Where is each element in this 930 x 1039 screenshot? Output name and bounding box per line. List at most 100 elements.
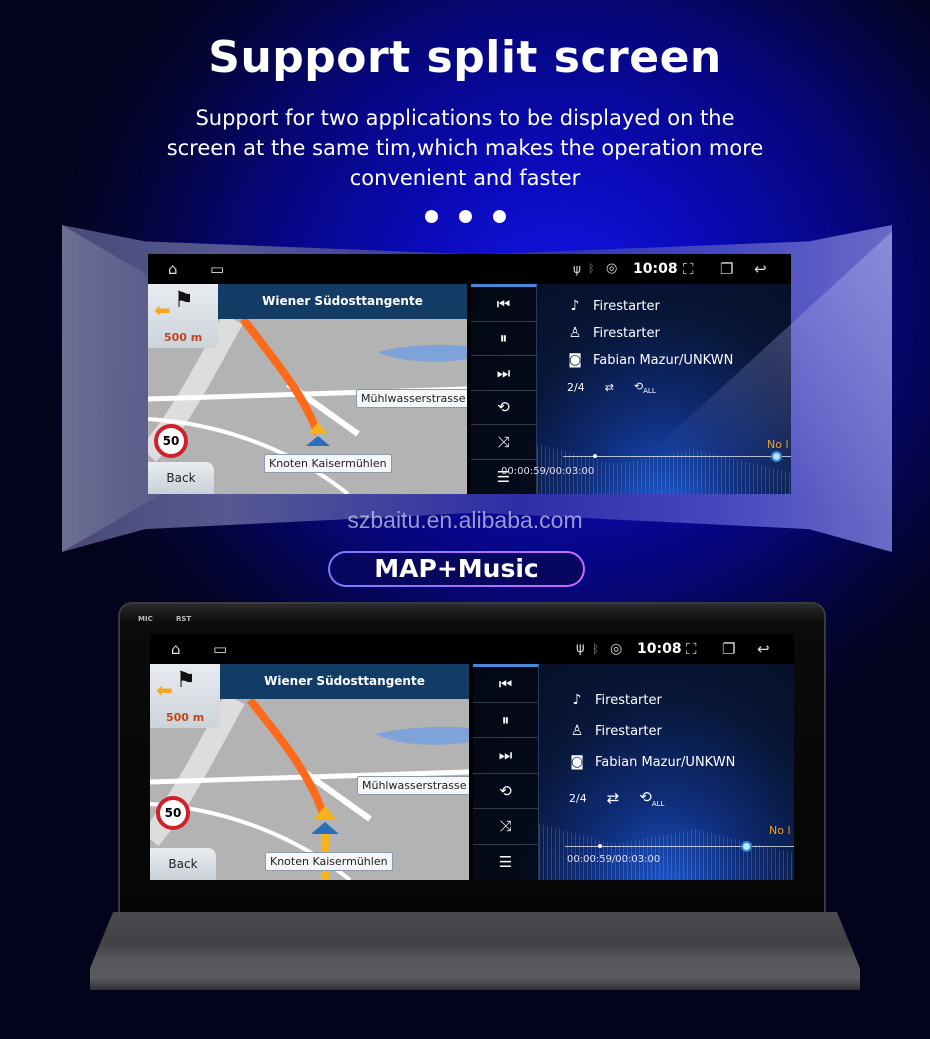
main-screen: ⌂ ▭ ψ ᛒ ◎ 10:08 ⛶ ❐ ↩ Wiener Südosttange… xyxy=(150,634,794,880)
page-title: Support split screen xyxy=(208,32,722,83)
speed-limit-sign: 50 xyxy=(156,796,190,830)
progress-start xyxy=(593,454,597,458)
album-icon: ◙ xyxy=(568,352,582,368)
song-row: ♪ Firestarter xyxy=(569,692,662,708)
progress-handle[interactable] xyxy=(741,841,752,852)
music-note-icon: ♪ xyxy=(570,298,580,314)
track-index: 2/4 xyxy=(567,381,585,395)
map-roads xyxy=(150,693,469,880)
playback-extras: 2/4 ⇄ ⟲ALL xyxy=(567,380,656,395)
song-title: Firestarter xyxy=(595,692,662,708)
device-stand xyxy=(90,912,860,990)
fullscreen-icon[interactable]: ⛶ xyxy=(686,640,697,658)
page-subtitle: Support for two applications to be displ… xyxy=(166,106,764,190)
pager-dot[interactable] xyxy=(493,210,506,223)
artist-row: ♙ Firestarter xyxy=(567,325,660,341)
destination-flag-icon: ⚑ xyxy=(176,668,196,693)
music-controls: ⏮ ⏸ ⏭ ⟲ ⤨ ☰ xyxy=(471,284,537,494)
progress-start xyxy=(598,844,602,848)
fullscreen-icon[interactable]: ⛶ xyxy=(683,260,694,278)
navigation-map[interactable]: Wiener Südosttangente ⬅ ⚑ 500 m 50 Mühlw… xyxy=(148,284,467,494)
status-bar: ⌂ ▭ ψ ᛒ ◎ 10:08 ⛶ ❐ ↩ xyxy=(148,254,791,284)
pager-dots xyxy=(425,210,506,223)
pause-icon[interactable]: ⏸ xyxy=(471,321,536,356)
elapsed-time: 00:00:59/00:03:00 xyxy=(567,854,661,865)
mode-badge: MAP+Music xyxy=(328,551,585,587)
screen-icon[interactable]: ▭ xyxy=(213,640,228,658)
screen-icon[interactable]: ▭ xyxy=(210,260,225,278)
turn-left-arrow-icon: ⬅ xyxy=(156,678,173,702)
previous-icon[interactable]: ⏮ xyxy=(473,667,538,703)
album-name: Fabian Mazur/UNKWN xyxy=(595,754,736,770)
playback-extras: 2/4 ⇄ ⟲ALL xyxy=(569,788,664,808)
track-index: 2/4 xyxy=(569,791,587,805)
recent-apps-icon[interactable]: ❐ xyxy=(722,640,736,658)
artist-row: ♙ Firestarter xyxy=(569,723,662,739)
pager-dot[interactable] xyxy=(459,210,472,223)
usb-icon: ψ xyxy=(573,262,581,276)
next-icon[interactable]: ⏭ xyxy=(471,356,536,391)
song-title: Firestarter xyxy=(593,298,660,314)
music-player: ⏮ ⏸ ⏭ ⟲ ⤨ ☰ ♪ Firestarter ♙ Firestarter … xyxy=(473,664,794,880)
turn-instruction[interactable]: ⬅ ⚑ 500 m xyxy=(148,284,218,348)
turn-distance: 500 m xyxy=(164,331,203,344)
rst-label[interactable]: RST xyxy=(176,615,192,623)
repeat-all-icon[interactable]: ⟲ALL xyxy=(639,788,665,808)
usb-icon: ψ xyxy=(576,641,585,656)
home-icon[interactable]: ⌂ xyxy=(171,640,181,658)
back-icon[interactable]: ↩ xyxy=(754,260,767,278)
playlist-icon[interactable]: ☰ xyxy=(498,853,513,872)
hotspot-icon: ◎ xyxy=(610,641,623,657)
street-label: Knoten Kaisermühlen xyxy=(265,852,393,871)
hotspot-icon: ◎ xyxy=(606,261,618,276)
shuffle-icon[interactable]: ⤨ xyxy=(471,425,536,460)
shuffle-icon[interactable]: ⤨ xyxy=(473,809,538,845)
turn-instruction[interactable]: ⬅ ⚑ 500 m xyxy=(150,664,220,728)
album-name: Fabian Mazur/UNKWN xyxy=(593,352,734,368)
clock: 10:08 xyxy=(637,641,682,657)
street-label: Knoten Kaisermühlen xyxy=(264,454,392,473)
street-label: Mühlwasserstrasse xyxy=(357,776,469,795)
bluetooth-icon: ᛒ xyxy=(588,262,595,275)
back-button[interactable]: Back xyxy=(148,462,214,494)
mic-label: MIC xyxy=(138,615,153,623)
order-icon[interactable]: ⇄ xyxy=(606,789,620,807)
artist-icon: ♙ xyxy=(570,723,584,739)
road-title: Wiener Südosttangente xyxy=(220,664,469,699)
previous-icon[interactable]: ⏮ xyxy=(471,287,536,322)
artist-name: Firestarter xyxy=(593,325,660,341)
repeat-icon[interactable]: ⟲ xyxy=(473,774,538,809)
speed-limit-sign: 50 xyxy=(154,424,188,458)
status-bar: ⌂ ▭ ψ ᛒ ◎ 10:08 ⛶ ❐ ↩ xyxy=(150,634,794,664)
album-icon: ◙ xyxy=(570,754,584,770)
elapsed-time: 00:00:59/00:03:00 xyxy=(501,466,595,477)
lyrics-status: No l xyxy=(769,824,791,837)
bluetooth-icon: ᛒ xyxy=(592,642,600,656)
next-icon[interactable]: ⏭ xyxy=(473,738,538,774)
song-row: ♪ Firestarter xyxy=(567,298,660,314)
repeat-icon[interactable]: ⟲ xyxy=(471,390,536,425)
street-label: Mühlwasserstrasse xyxy=(356,389,467,408)
album-row: ◙ Fabian Mazur/UNKWN xyxy=(567,352,733,368)
progress-bar[interactable] xyxy=(565,841,794,852)
repeat-all-icon[interactable]: ⟲ALL xyxy=(633,380,656,396)
navigation-map[interactable]: Wiener Südosttangente ⬅ ⚑ 500 m 50 Mühlw… xyxy=(150,664,469,880)
pause-icon[interactable]: ⏸ xyxy=(473,703,538,738)
preview-screen: ⌂ ▭ ψ ᛒ ◎ 10:08 ⛶ ❐ ↩ Wiener Südosttange… xyxy=(148,254,791,494)
back-icon[interactable]: ↩ xyxy=(757,640,770,658)
turn-distance: 500 m xyxy=(166,711,205,724)
turn-left-arrow-icon: ⬅ xyxy=(154,298,171,322)
watermark: szbaitu.en.alibaba.com xyxy=(347,507,583,533)
music-controls: ⏮ ⏸ ⏭ ⟲ ⤨ ☰ xyxy=(473,664,539,880)
road-title: Wiener Südosttangente xyxy=(218,284,467,319)
clock: 10:08 xyxy=(633,261,678,277)
artist-icon: ♙ xyxy=(568,325,582,341)
pager-dot[interactable] xyxy=(425,210,438,223)
home-icon[interactable]: ⌂ xyxy=(168,260,178,278)
destination-flag-icon: ⚑ xyxy=(174,288,194,313)
artist-name: Firestarter xyxy=(595,723,662,739)
back-button[interactable]: Back xyxy=(150,848,216,880)
album-row: ◙ Fabian Mazur/UNKWN xyxy=(569,754,735,770)
order-icon[interactable]: ⇄ xyxy=(604,381,614,395)
recent-apps-icon[interactable]: ❐ xyxy=(720,260,734,278)
